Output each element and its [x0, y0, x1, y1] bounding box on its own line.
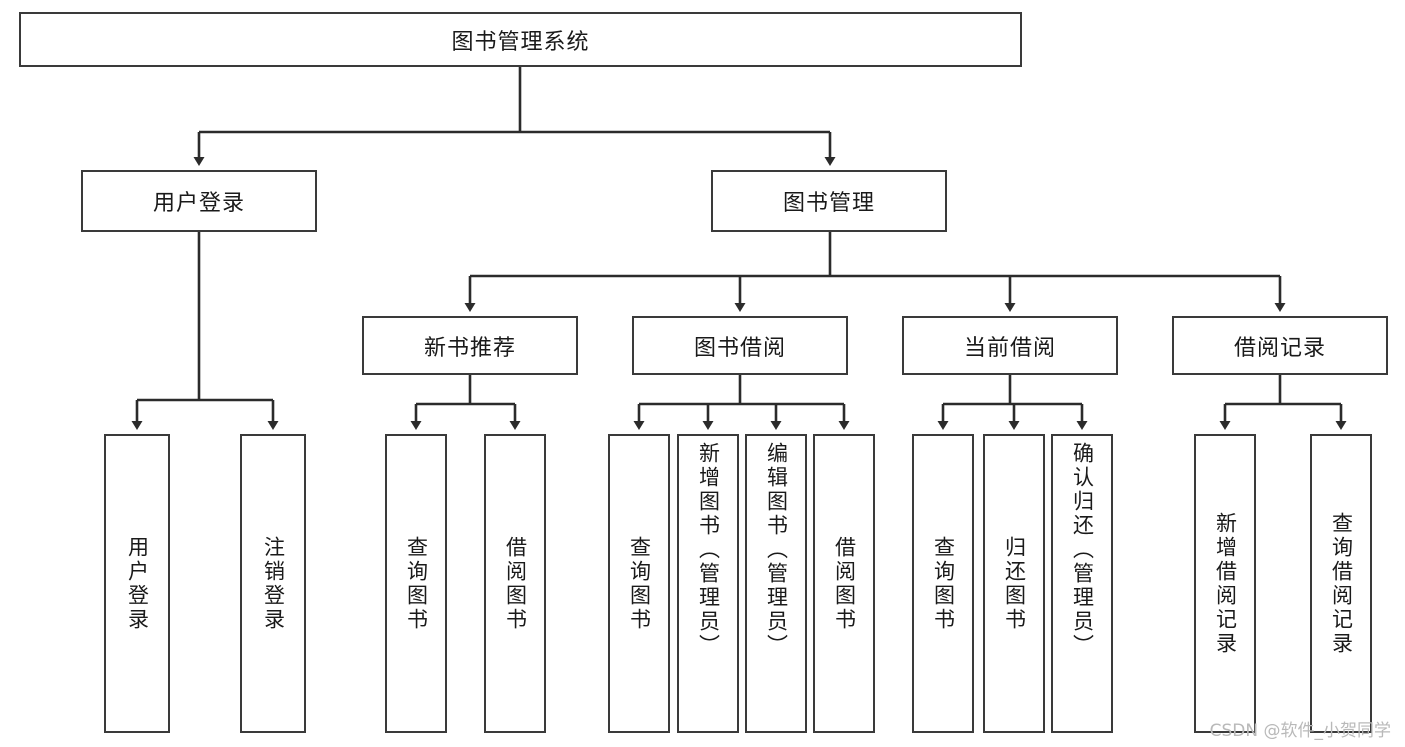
node-level3-new-book-recommend[interactable]: 新书推荐	[362, 316, 578, 375]
node-leaf-query-book-recommend[interactable]: 查询图书	[385, 434, 447, 733]
node-level2-book-management[interactable]: 图书管理	[711, 170, 947, 232]
node-leaf-query-borrow-record[interactable]: 查询借阅记录	[1310, 434, 1372, 733]
node-level3-book-borrow[interactable]: 图书借阅	[632, 316, 848, 375]
watermark-credit: CSDN @软件_小贺同学	[1209, 721, 1391, 741]
node-leaf-query-book-current[interactable]: 查询图书	[912, 434, 974, 733]
node-leaf-add-book-admin[interactable]: 新增图书（管理员）	[677, 434, 739, 733]
node-level2-user-login[interactable]: 用户登录	[81, 170, 317, 232]
node-leaf-query-book-borrow[interactable]: 查询图书	[608, 434, 670, 733]
node-leaf-borrow-book-recommend[interactable]: 借阅图书	[484, 434, 546, 733]
node-leaf-return-book[interactable]: 归还图书	[983, 434, 1045, 733]
node-leaf-edit-book-admin[interactable]: 编辑图书（管理员）	[745, 434, 807, 733]
node-leaf-confirm-return-admin[interactable]: 确认归还（管理员）	[1051, 434, 1113, 733]
node-leaf-logout[interactable]: 注销登录	[240, 434, 306, 733]
node-leaf-add-borrow-record[interactable]: 新增借阅记录	[1194, 434, 1256, 733]
node-leaf-user-login[interactable]: 用户登录	[104, 434, 170, 733]
node-root[interactable]: 图书管理系统	[19, 12, 1022, 67]
node-leaf-borrow-book[interactable]: 借阅图书	[813, 434, 875, 733]
node-level3-borrow-records[interactable]: 借阅记录	[1172, 316, 1388, 375]
node-level3-current-borrow[interactable]: 当前借阅	[902, 316, 1118, 375]
